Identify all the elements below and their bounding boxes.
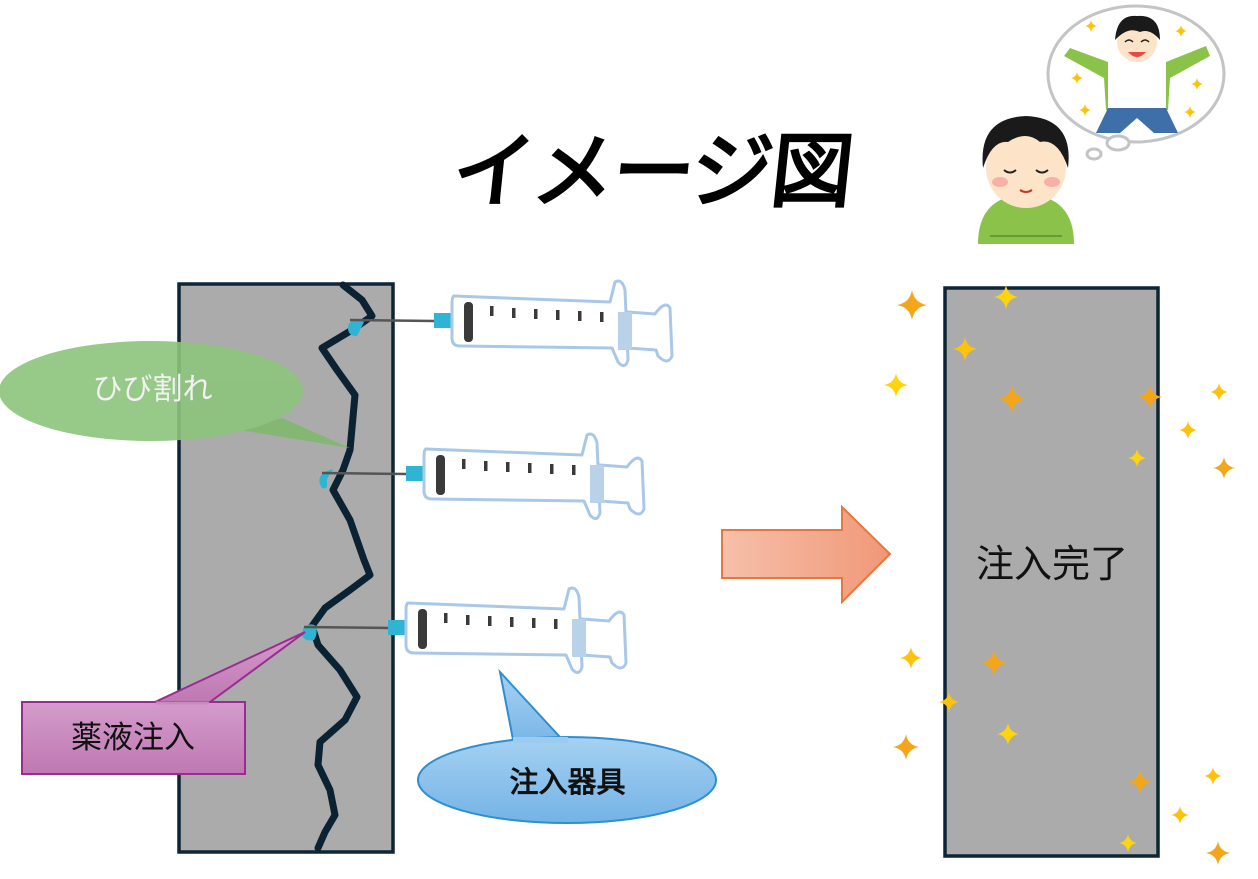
- injection-complete-label: 注入完了: [975, 542, 1128, 586]
- boy-thinking-illustration: [978, 4, 1226, 244]
- process-arrow: [721, 504, 892, 605]
- chemical-injection-callout: [21, 631, 306, 775]
- repaired-wall: [943, 286, 1160, 858]
- resin-drop-3: [302, 624, 317, 641]
- sparkle-icon: [897, 290, 927, 320]
- injection-tool-label: 注入器具: [509, 765, 626, 799]
- crack-callout: [0, 341, 350, 448]
- sparkle-icon: [1210, 383, 1228, 401]
- sparkle-icon: [893, 734, 919, 760]
- sparkle-icon: [900, 647, 922, 669]
- chemical-injection-label: 薬液注入: [71, 720, 195, 756]
- diagram-title: イメージ図: [447, 125, 857, 220]
- sparkle-icon: [884, 373, 908, 397]
- syringe-1: [348, 279, 674, 368]
- sparkle-icon: [1206, 841, 1230, 865]
- resin-drop-1: [348, 319, 364, 336]
- crack-label: ひび割れ: [92, 372, 213, 407]
- crack-line: [308, 281, 376, 852]
- sparkle-icon: [1179, 421, 1197, 439]
- sparkle-icon: [1204, 767, 1222, 785]
- crack-callout-highlight: [0, 341, 303, 441]
- sparkle-icon: [1171, 806, 1189, 824]
- injection-tool-callout: [417, 668, 717, 824]
- sparkle-icon: [1213, 457, 1235, 479]
